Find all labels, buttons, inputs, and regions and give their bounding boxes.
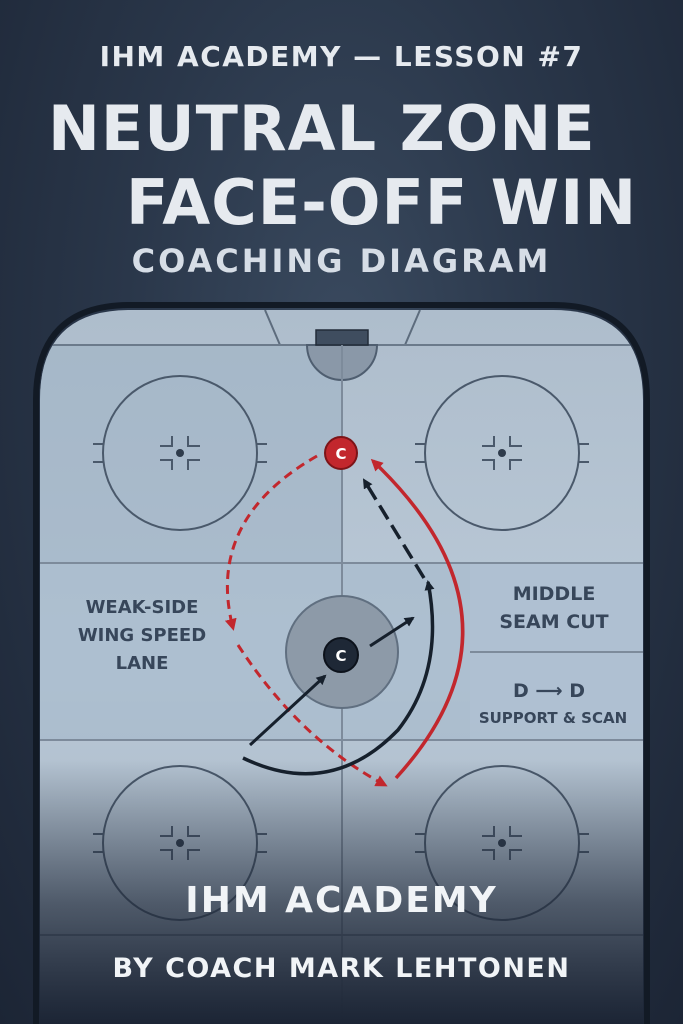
faceoff-circle-top-right <box>415 375 589 531</box>
player-center-mid-label: C <box>335 647 346 665</box>
title-line-2: FACE-OFF WIN <box>126 166 638 239</box>
weak-side-label: WEAK-SIDE WING SPEED LANE <box>78 597 206 674</box>
red-dashed-lower <box>236 644 388 787</box>
faceoff-circle-top-left <box>93 375 267 531</box>
black-dashed-line <box>362 478 426 579</box>
support-scan-text: SUPPORT & SCAN <box>479 709 627 727</box>
trapezoid-lines <box>264 310 421 346</box>
title-line-1: NEUTRAL ZONE <box>48 92 596 165</box>
red-dashed-arc <box>224 454 318 631</box>
d-to-d-label: D ⟶ D SUPPORT & SCAN <box>479 680 627 727</box>
rink-boards <box>33 302 650 1024</box>
black-pass-arrow-2 <box>369 616 415 648</box>
black-solid-arc <box>242 580 435 776</box>
middle-line-1: MIDDLE <box>513 583 596 605</box>
middle-seam-label: MIDDLE SEAM CUT <box>499 583 608 633</box>
goal-net <box>315 329 369 346</box>
player-center-top-label: C <box>335 445 346 463</box>
weak-side-line-3: LANE <box>116 653 169 674</box>
left-zone-panel <box>40 345 342 563</box>
weak-side-line-1: WEAK-SIDE <box>86 597 199 618</box>
d-to-d-text: D ⟶ D <box>513 680 585 702</box>
red-solid-arc <box>370 458 465 780</box>
black-pass-arrow-1 <box>248 674 327 747</box>
weak-side-line-2: WING SPEED <box>78 625 206 646</box>
player-center-top: C <box>324 436 358 470</box>
brand-footer: IHM ACADEMY <box>185 880 498 921</box>
author-byline: BY COACH MARK LEHTONEN <box>112 953 571 984</box>
lesson-series-label: IHM ACADEMY — LESSON #7 <box>99 40 584 73</box>
bottom-fade <box>40 760 643 1024</box>
subtitle: COACHING DIAGRAM <box>131 242 552 280</box>
player-center-mid: C <box>323 637 359 673</box>
middle-line-2: SEAM CUT <box>499 611 608 633</box>
